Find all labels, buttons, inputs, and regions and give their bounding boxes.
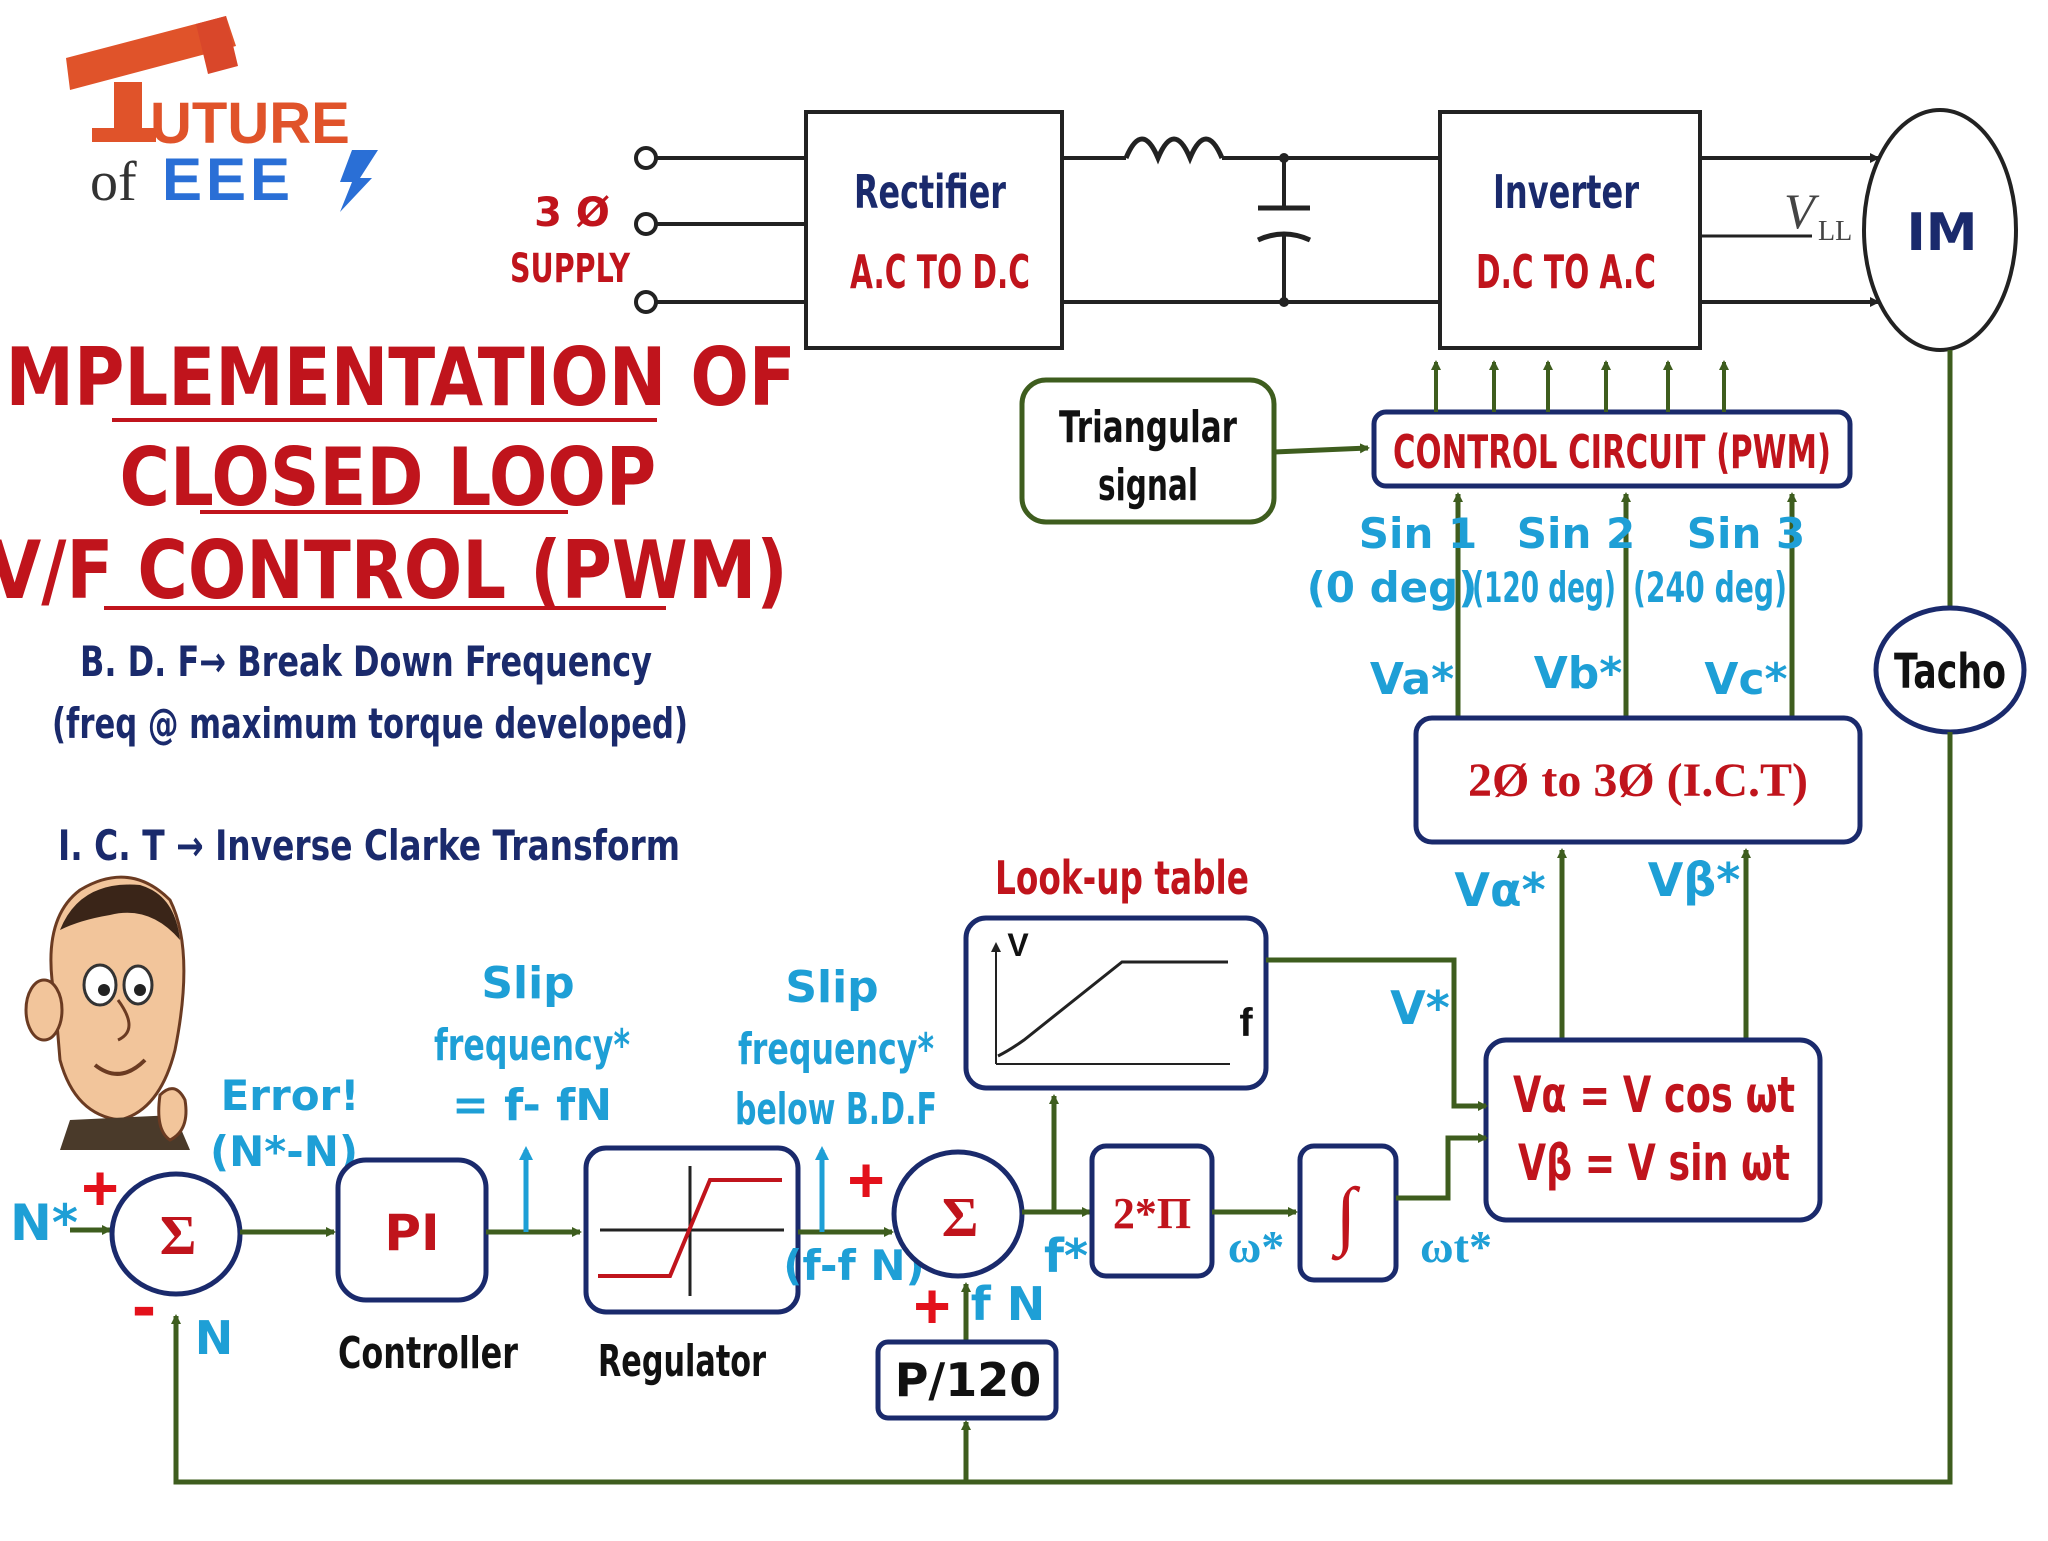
fn-label: f N <box>971 1277 1046 1331</box>
vf-curve <box>997 960 1228 1058</box>
error-expression: (N*-N) <box>210 1127 358 1176</box>
supply-label: 3 Ø <box>534 190 610 236</box>
controller-caption: Controller <box>338 1328 518 1379</box>
vbeta-equation: Vβ = V sin ωt <box>1518 1134 1790 1192</box>
valpha-star-label: Vα* <box>1454 863 1545 917</box>
tacho-label: Tacho <box>1894 644 2006 700</box>
sum1-sigma: Σ <box>160 1205 197 1267</box>
n-feedback-label: N <box>195 1311 234 1365</box>
slip-difference-label: (f-f N) <box>783 1241 924 1290</box>
slip1-label-2: frequency* <box>434 1020 630 1071</box>
vll-label: V <box>1784 183 1820 239</box>
rectifier-block <box>804 110 1064 350</box>
pwm-control-label: CONTROL CIRCUIT (PWM) <box>1393 425 1831 479</box>
triangular-label-2: signal <box>1098 460 1198 511</box>
rectifier-title: Rectifier <box>854 165 1006 219</box>
sin1-phase: (0 deg) <box>1307 563 1478 612</box>
p120-label: P/120 <box>895 1353 1042 1407</box>
slip2-label-2: frequency* <box>738 1024 934 1075</box>
vll-subscript: LL <box>1818 216 1852 247</box>
triangular-label: Triangular <box>1059 402 1237 453</box>
lightning-icon <box>340 150 378 212</box>
inverter-title: Inverter <box>1493 165 1639 219</box>
speed-loop: N* + - Σ N Error! (N*-N) PI Controller S… <box>10 958 1492 1421</box>
ict-block-label: 2Ø to 3Ø (I.C.T) <box>1468 754 1808 807</box>
ict-definition: I. C. T → Inverse Clarke Transform <box>58 821 680 870</box>
pwm-control-block <box>1371 409 1853 489</box>
pi-label: PI <box>384 1204 439 1262</box>
logo: UTURE of EEE <box>66 16 378 213</box>
integrator-block <box>1297 1143 1399 1283</box>
sin3-phase: (240 deg) <box>1633 563 1787 612</box>
feedback-path: Tacho <box>171 350 2027 1485</box>
v-star-label: V* <box>1390 981 1450 1035</box>
logo-word-of: of <box>90 151 137 213</box>
sin2-phase: (120 deg) <box>1472 563 1616 612</box>
saturation-curve <box>598 1178 782 1278</box>
rectifier-subtitle: A.C TO D.C <box>850 245 1030 299</box>
title-line-2: CLOSED LOOP <box>119 431 656 524</box>
page-title: IMPLEMENTATION OF CLOSED LOOP V/F CONTRO… <box>0 331 796 617</box>
valpha-equation: Vα = V cos ωt <box>1513 1066 1795 1124</box>
error-label: Error! <box>221 1071 360 1120</box>
f-star-label: f* <box>1044 1229 1088 1283</box>
slip1-equation: = f- fN <box>452 1080 612 1131</box>
title-line-1: IMPLEMENTATION OF <box>0 331 796 424</box>
control-section: Triangular signal CONTROL CIRCUIT (PWM) … <box>963 360 1863 1223</box>
omega-star-label: ω* <box>1228 1221 1285 1272</box>
sin3-label: Sin 3 <box>1687 509 1805 558</box>
two-pi-label: 2*Π <box>1113 1189 1191 1238</box>
sum1-plus-sign: + <box>81 1152 118 1224</box>
power-stage: 3 Ø SUPPLY Rectifier A.C TO D.C Inverter… <box>510 108 2018 352</box>
omega-t-star-label: ωt* <box>1420 1221 1492 1272</box>
n-star-label: N* <box>10 1194 78 1252</box>
sum2-plus-sign-2: + <box>913 1270 950 1342</box>
bdf-description: (freq @ maximum torque developed) <box>52 699 688 748</box>
slip1-label: Slip <box>481 958 574 1009</box>
inverter-block <box>1438 110 1702 350</box>
logo-word-bottom: EEE <box>162 146 294 213</box>
induction-motor <box>1862 108 2018 352</box>
sin2-label: Sin 2 <box>1517 509 1635 558</box>
sum2-plus-sign: + <box>847 1144 884 1216</box>
sum2-sigma: Σ <box>942 1187 979 1249</box>
supply-terminal <box>634 212 658 236</box>
supply-terminal <box>634 146 658 170</box>
supply-label-2: SUPPLY <box>510 246 631 292</box>
supply-terminal <box>634 290 658 314</box>
lookup-v-axis: V <box>1007 927 1029 963</box>
va-star-label: Va* <box>1370 654 1454 705</box>
slip2-label: Slip <box>785 962 878 1013</box>
ict-block <box>1413 715 1863 845</box>
slip2-condition: below B.D.F <box>735 1084 937 1135</box>
title-line-3: V/F CONTROL (PWM) <box>0 524 788 617</box>
inductor <box>1123 136 1225 165</box>
logo-word-top: UTURE <box>150 91 350 156</box>
alpha-beta-equation-block <box>1483 1037 1823 1223</box>
motor-label: IM <box>1906 203 1977 263</box>
cartoon-character <box>24 875 190 1150</box>
lookup-table-title: Look-up table <box>995 851 1249 905</box>
vc-star-label: Vc* <box>1704 654 1787 705</box>
vb-star-label: Vb* <box>1534 648 1623 699</box>
inverter-subtitle: D.C TO A.C <box>1476 245 1656 299</box>
integral-symbol: ∫ <box>1332 1173 1361 1261</box>
sin1-label: Sin 1 <box>1359 509 1477 558</box>
pole-scaling-block <box>875 1339 1059 1421</box>
regulator-caption: Regulator <box>598 1336 766 1387</box>
bdf-definition: B. D. F→ Break Down Frequency <box>80 637 652 686</box>
vbeta-star-label: Vβ* <box>1648 853 1741 907</box>
lookup-f-axis: f <box>1239 1001 1253 1045</box>
definitions: B. D. F→ Break Down Frequency (freq @ ma… <box>52 637 688 870</box>
